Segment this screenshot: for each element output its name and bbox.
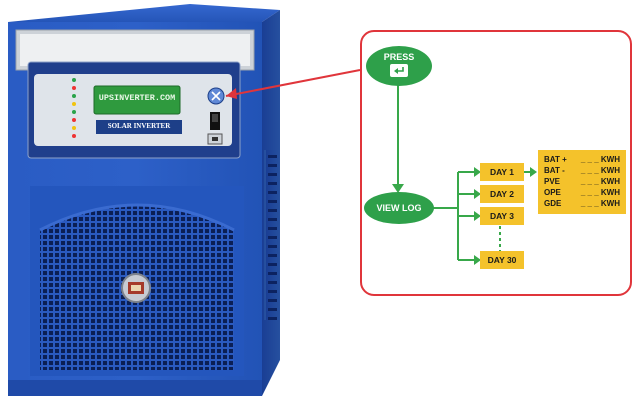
lcd-screen bbox=[93, 85, 181, 115]
view-log-node[interactable]: VIEW LOG bbox=[364, 192, 434, 224]
led-column bbox=[72, 78, 76, 138]
day-box-2[interactable]: DAY 2 bbox=[480, 185, 524, 203]
log-table: BAT + _ _ _ KWH BAT - _ _ _ KWH PVE _ _ … bbox=[538, 150, 626, 214]
side-vent bbox=[264, 150, 278, 320]
cabinet-base bbox=[8, 380, 262, 396]
press-node[interactable]: PRESS bbox=[366, 46, 432, 86]
lcd-text: UPSINVERTER.COM bbox=[98, 93, 176, 103]
press-label: PRESS bbox=[383, 52, 415, 62]
brand-label: SOLAR INVERTER bbox=[107, 122, 171, 130]
log-row: GDE _ _ _ KWH bbox=[544, 199, 620, 208]
day-box-3[interactable]: DAY 3 bbox=[480, 207, 524, 225]
day-box-1[interactable]: DAY 1 bbox=[480, 163, 524, 181]
enter-key-icon bbox=[390, 64, 408, 77]
cabinet-top bbox=[8, 4, 280, 22]
brand-plate bbox=[96, 120, 182, 134]
day-box-30[interactable]: DAY 30 bbox=[480, 251, 524, 269]
bezel-inner bbox=[20, 34, 250, 66]
log-row: BAT - _ _ _ KWH bbox=[544, 166, 620, 175]
view-log-label: VIEW LOG bbox=[376, 203, 422, 213]
log-row: BAT + _ _ _ KWH bbox=[544, 155, 620, 164]
log-row: PVE _ _ _ KWH bbox=[544, 177, 620, 186]
log-row: OPE _ _ _ KWH bbox=[544, 188, 620, 197]
left-strip bbox=[14, 186, 28, 386]
